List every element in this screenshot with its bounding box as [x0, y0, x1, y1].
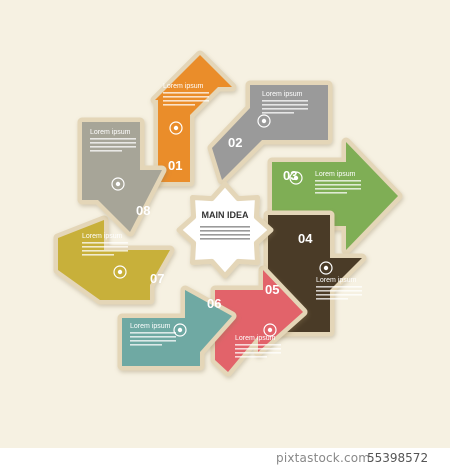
camera-icon-core	[115, 181, 121, 187]
step-body-line	[130, 344, 162, 346]
money-icon	[113, 265, 127, 279]
step-body-line	[315, 180, 361, 182]
step-arrow	[155, 55, 232, 182]
step-heading: Lorem ipsum	[82, 233, 123, 240]
step-heading: Lorem ipsum	[262, 91, 303, 98]
main-idea-body-line	[200, 238, 250, 240]
eye-icon-core	[267, 327, 273, 333]
step-body-line	[130, 336, 176, 338]
main-idea-title: MAIN IDEA	[202, 210, 250, 220]
step-number: 01	[168, 158, 182, 173]
step-body-line	[316, 290, 362, 292]
step-body-line	[82, 246, 128, 248]
step-body-line	[90, 138, 136, 140]
step-number: 05	[265, 282, 279, 297]
main-idea-body-line	[200, 226, 250, 228]
stock-site-name: pixtastock.com	[276, 451, 371, 465]
step-body-line	[163, 100, 209, 102]
building-icon	[257, 114, 271, 128]
step-number: 08	[136, 203, 150, 218]
main-idea-body-line	[200, 230, 250, 232]
step-body-line	[316, 298, 348, 300]
step-number: 07	[150, 271, 164, 286]
gear-icon-core	[173, 125, 179, 131]
step-number: 03	[283, 168, 297, 183]
step-body-line	[130, 332, 176, 334]
step-02: Lorem ipsum 02	[207, 80, 333, 185]
chat-icon-core	[177, 327, 183, 333]
step-05: Lorem ipsum 05	[210, 265, 308, 377]
chat-icon	[173, 323, 187, 337]
step-number: 04	[298, 231, 313, 246]
phone-icon-core	[323, 265, 329, 271]
step-07: Lorem ipsum 07	[53, 215, 175, 305]
step-heading: Lorem ipsum	[235, 335, 276, 342]
building-icon-core	[261, 118, 267, 124]
main-idea-body-line	[200, 234, 250, 236]
step-body-line	[262, 104, 308, 106]
step-arrow	[122, 290, 232, 366]
eye-icon	[263, 323, 277, 337]
tools-icon-core	[293, 175, 299, 181]
step-arrow	[82, 122, 162, 232]
step-body-line	[235, 344, 281, 346]
camera-icon	[111, 177, 125, 191]
step-body-line	[235, 348, 281, 350]
step-body-line	[90, 150, 122, 152]
step-body-line	[315, 188, 361, 190]
step-body-line	[262, 112, 294, 114]
step-heading: Lorem ipsum	[130, 323, 171, 330]
step-01: Lorem ipsum 01	[150, 50, 237, 187]
gear-icon	[169, 121, 183, 135]
money-icon-core	[117, 269, 123, 275]
step-heading: Lorem ipsum	[315, 171, 356, 178]
step-body-line	[262, 108, 308, 110]
step-body-line	[90, 142, 136, 144]
step-body-line	[90, 146, 136, 148]
step-body-line	[82, 250, 128, 252]
step-body-line	[82, 254, 114, 256]
step-arrow	[215, 270, 303, 372]
stock-image-id: 55398572	[367, 451, 429, 465]
step-body-line	[315, 192, 347, 194]
step-heading: Lorem ipsum	[90, 129, 131, 136]
step-body-line	[163, 92, 209, 94]
step-body-line	[235, 356, 267, 358]
step-number: 02	[228, 135, 242, 150]
step-body-line	[163, 96, 209, 98]
step-body-line	[316, 286, 362, 288]
step-08: Lorem ipsum 08	[77, 117, 167, 237]
step-body-line	[163, 104, 195, 106]
step-heading: Lorem ipsum	[316, 277, 357, 284]
step-body-line	[82, 242, 128, 244]
step-body-line	[316, 294, 362, 296]
step-06: Lorem ipsum 06	[117, 285, 237, 371]
step-arrow	[58, 220, 170, 300]
step-body-line	[235, 352, 281, 354]
tools-icon	[289, 171, 303, 185]
step-body-line	[315, 184, 361, 186]
stock-footer-bar: pixtastock.com 55398572	[0, 448, 450, 469]
phone-icon	[319, 261, 333, 275]
step-body-line	[262, 100, 308, 102]
step-heading: Lorem ipsum	[163, 83, 204, 90]
step-body-line	[130, 340, 176, 342]
step-number: 06	[207, 296, 221, 311]
